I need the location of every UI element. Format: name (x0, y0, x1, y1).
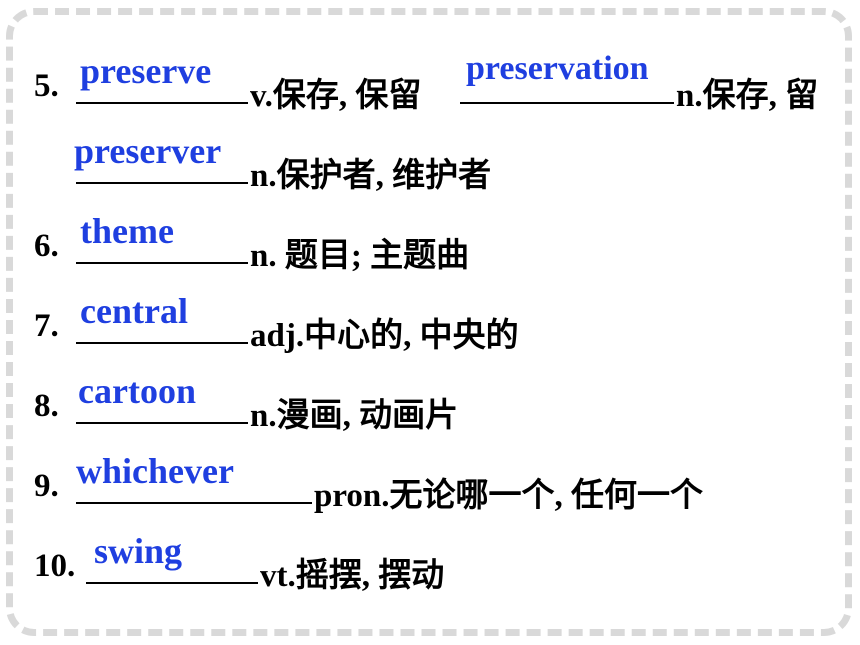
item-number: 6. (34, 228, 59, 264)
answer-text: whichever (76, 451, 234, 491)
dashed-frame (6, 8, 852, 636)
answer-blank: preserve (76, 51, 248, 104)
answer-text: cartoon (78, 371, 196, 411)
item-number: 8. (34, 388, 59, 424)
definition-text: v.保存, 保留 (250, 78, 422, 114)
answer-blank: preservation (460, 50, 674, 104)
answer-blank: theme (76, 211, 248, 264)
answer-blank: central (76, 291, 248, 344)
answer-text: central (80, 291, 188, 331)
vocab-item-10: 10. swing vt.摇摆, 摆动 (0, 531, 860, 600)
item-number: 10. (34, 548, 76, 584)
item-number: 5. (34, 68, 59, 104)
answer-blank: preserver (74, 131, 248, 184)
definition-text: n.保护者, 维护者 (250, 158, 492, 194)
answer-text: preservation (466, 50, 649, 87)
item-number: 9. (34, 468, 59, 504)
definition-text: n.漫画, 动画片 (250, 398, 459, 434)
answer-text: swing (94, 531, 183, 571)
answer-text: preserver (74, 131, 222, 171)
vocab-item-5-continued: preserver n.保护者, 维护者 (0, 131, 860, 200)
vocab-item-5: 5. preserve v.保存, 保留 preservation n.保存, … (0, 50, 860, 120)
answer-text: theme (80, 211, 174, 251)
answer-blank: cartoon (76, 371, 248, 424)
vocab-item-7: 7. central adj.中心的, 中央的 (0, 291, 860, 360)
definition-text: adj.中心的, 中央的 (250, 318, 519, 354)
definition-text: vt.摇摆, 摆动 (260, 558, 445, 594)
vocab-item-9: 9. whichever pron.无论哪一个, 任何一个 (0, 451, 860, 520)
answer-text: preserve (80, 51, 212, 91)
item-number: 7. (34, 308, 59, 344)
vocab-item-8: 8. cartoon n.漫画, 动画片 (0, 371, 860, 440)
vocab-item-6: 6. theme n. 题目; 主题曲 (0, 211, 860, 280)
definition-text: n. 题目; 主题曲 (250, 238, 470, 274)
answer-blank: swing (86, 531, 258, 584)
definition-text: n.保存, 留 (676, 78, 819, 114)
definition-text: pron.无论哪一个, 任何一个 (314, 478, 704, 514)
answer-blank: whichever (76, 451, 312, 504)
